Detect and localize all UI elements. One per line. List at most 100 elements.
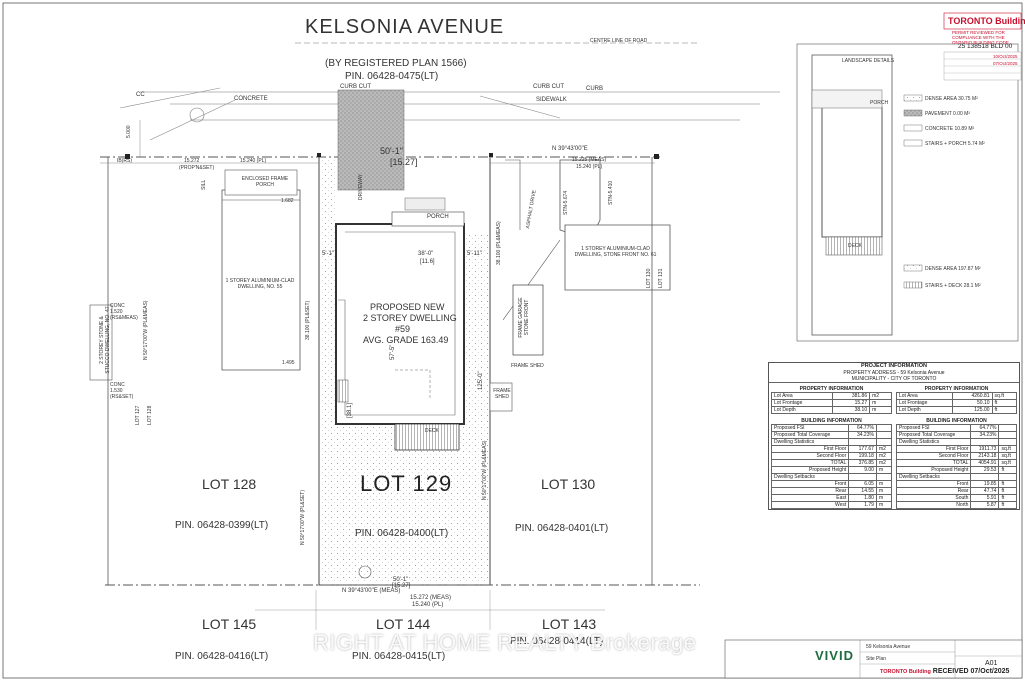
- title-drawing: Site Plan: [866, 656, 887, 662]
- stat-value: 4054.91: [970, 459, 1000, 467]
- stat-label: Second Floor: [895, 452, 972, 460]
- ib-rs: IB(RS): [117, 158, 132, 164]
- enclosed-porch-label: ENCLOSED FRAME PORCH: [241, 176, 289, 188]
- curb-cut-label: CURB CUT: [340, 84, 371, 90]
- stat-unit: m: [875, 480, 893, 488]
- pin-144: PIN. 06428-0415(LT): [352, 651, 446, 662]
- pin-129: PIN. 06428-0400(LT): [355, 528, 449, 539]
- stat-label: TOTAL: [770, 459, 850, 467]
- rear-bearing: N 39°43'00"E (MEAS): [342, 588, 401, 594]
- lot-130: LOT 130: [541, 476, 596, 492]
- setback-left: 5'-1": [322, 251, 334, 257]
- stat-label: West: [770, 501, 850, 509]
- pl-right: 15.240 (PL): [576, 164, 603, 170]
- stat-unit: m2: [875, 445, 893, 453]
- stat-value: 47.74: [970, 487, 1000, 495]
- stat-unit: m2: [869, 392, 892, 400]
- stat-unit: m: [869, 406, 892, 414]
- stat-unit: ft: [991, 406, 1018, 414]
- depth-left: 38.100 (PL&SET): [305, 300, 311, 340]
- rear-dim-m: [15.27]: [392, 583, 411, 589]
- stat-value: 64.77%: [970, 424, 1000, 432]
- review-date-1: 10/Oct/2025: [993, 54, 1018, 59]
- stat-unit: [875, 438, 893, 446]
- stat-value: [970, 473, 1000, 481]
- stat-value: 38.10: [831, 406, 871, 414]
- stat-label: Front: [770, 480, 850, 488]
- stat-unit: m: [869, 399, 892, 407]
- stat-label: First Floor: [895, 445, 972, 453]
- stat-unit: ft: [998, 494, 1017, 502]
- stat-label: South: [895, 494, 972, 502]
- registered-plan: (BY REGISTERED PLAN 1566): [325, 58, 467, 69]
- lot-130-side-label: LOT 130: [646, 268, 652, 288]
- stat-unit: m: [875, 494, 893, 502]
- stat-unit: [875, 473, 893, 481]
- proposed-line-2: 2 STOREY DWELLING: [363, 313, 457, 323]
- stat-value: 199.18: [848, 452, 877, 460]
- stat-value: 5.91: [970, 494, 1000, 502]
- lot-145: LOT 145: [202, 616, 257, 632]
- key-l5: DENSE AREA 197.87 M²: [925, 266, 981, 272]
- stat-value: 15.27: [831, 399, 871, 407]
- pin-130: PIN. 06428-0401(LT): [515, 523, 609, 534]
- stat-label: Proposed Total Coverage: [770, 431, 850, 439]
- stat-unit: ft: [998, 487, 1017, 495]
- key-deck: DECK: [848, 243, 862, 249]
- title-address: 59 Kelsonia Avenue: [866, 644, 911, 650]
- conc-bottom-label: CONC 1.530 (RS&SET): [110, 382, 134, 400]
- stat-unit: [875, 424, 893, 432]
- stat-value: 50.10: [952, 399, 993, 407]
- proposed-line-1: PROPOSED NEW: [370, 302, 445, 312]
- stat-unit: [998, 473, 1017, 481]
- stat-label: North: [895, 501, 972, 509]
- meas-top-note: (PROP'N&SET): [179, 165, 215, 171]
- vivid-logo: VIVID: [815, 648, 854, 663]
- stat-label: Lot Frontage: [895, 399, 954, 407]
- stat-unit: [998, 438, 1017, 446]
- stat-label: East: [770, 494, 850, 502]
- proposed-line-3: #59: [395, 324, 411, 334]
- stat-label: Front: [895, 480, 972, 488]
- concrete-label: CONCRETE: [234, 96, 268, 102]
- porch-label: PORCH: [427, 214, 449, 220]
- stat-label: Lot Area: [771, 392, 833, 400]
- metric-bld-title: BUILDING INFORMATION: [801, 418, 862, 424]
- lot-143: LOT 143: [542, 616, 597, 632]
- rear-yard-m: [38.1]: [347, 402, 353, 418]
- sidewalk-label: SIDEWALK: [536, 97, 567, 103]
- sill-label: SILL: [201, 179, 207, 190]
- front-bearing: N 39°43'00"E: [552, 146, 588, 152]
- stat-value: 4260.81: [952, 392, 993, 400]
- stat-unit: m: [875, 487, 893, 495]
- project-municipality: MUNICIPALITY - CITY OF TORONTO: [769, 376, 1019, 383]
- stat-unit: sq.ft: [998, 452, 1017, 460]
- stat-value: [848, 473, 877, 481]
- pin-128: PIN. 06428-0399(LT): [175, 520, 269, 531]
- stat-label: Lot Frontage: [771, 399, 833, 407]
- depth-right: 38.100 (PL&MEAS): [496, 221, 502, 265]
- project-title: PROJECT INFORMATION: [861, 363, 927, 369]
- stat-label: Proposed Total Coverage: [895, 431, 972, 439]
- stat-label: First Floor: [770, 445, 850, 453]
- stat-value: 177.67: [848, 445, 877, 453]
- lot-144: LOT 144: [376, 616, 431, 632]
- key-l2: PAVEMENT 0.00 M²: [925, 111, 971, 117]
- meas-bottom: 15.272 (MEAS): [410, 595, 452, 601]
- stat-value: 9.00: [848, 466, 877, 474]
- key-l4: STAIRS + PORCH 5.74 M²: [925, 141, 985, 147]
- stn-5674: STN-5.674: [563, 190, 569, 215]
